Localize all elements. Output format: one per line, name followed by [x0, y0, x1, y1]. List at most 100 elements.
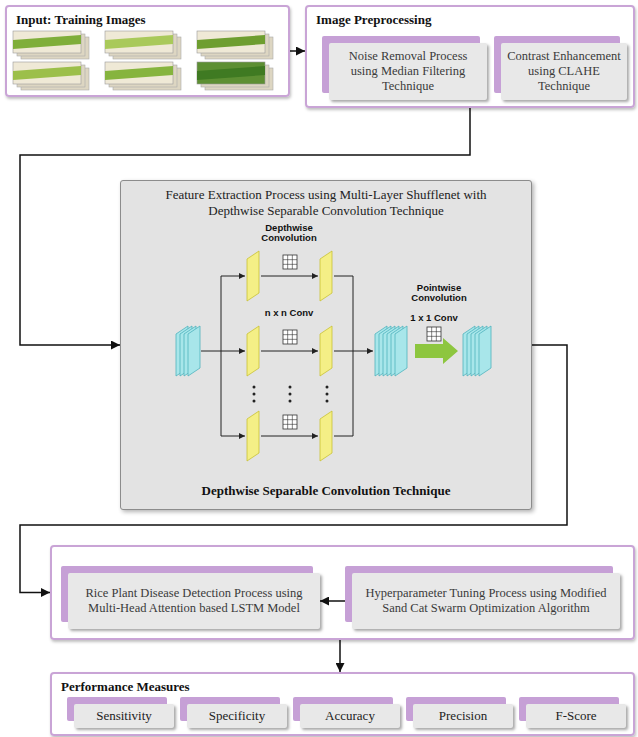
box-text: F-Score — [555, 708, 596, 724]
illustration-label: Depthwise Convolution — [249, 223, 329, 244]
kernel-grid-line — [436, 327, 437, 341]
image-sheet — [13, 31, 81, 53]
kernel-grid-line — [427, 336, 441, 337]
kernel-grid-line — [287, 415, 288, 429]
kernel-grid — [283, 330, 297, 344]
ellipsis-dot — [253, 400, 256, 403]
illustration-label: Pointwise Convolution — [399, 283, 479, 304]
channel-map — [320, 411, 332, 461]
heading: Feature Extraction Process using Multi-L… — [121, 181, 531, 218]
image-stack — [197, 31, 273, 59]
metric-box: F-Score — [526, 704, 626, 728]
process-box: Noise Removal Process using Median Filte… — [329, 43, 487, 100]
metric-box: Accuracy — [300, 704, 400, 728]
feature-map — [479, 326, 491, 376]
ellipsis-dot — [253, 386, 256, 389]
metric-box: Specificity — [187, 704, 287, 728]
feature-panel: Feature Extraction Process using Multi-L… — [120, 180, 532, 510]
heading: Image Preprocessing — [307, 7, 633, 28]
illustration-label: n x n Conv — [249, 308, 329, 318]
heading: Performance Measures — [52, 674, 633, 695]
ellipsis-dot — [326, 393, 329, 396]
box-text: Rice Plant Disease Detection Process usi… — [74, 586, 314, 616]
caption-text: Depthwise Separable Convolution Techniqu… — [121, 483, 531, 499]
flow-line — [261, 351, 318, 352]
kernel-grid-line — [287, 255, 288, 269]
channel-map — [247, 251, 259, 301]
connector-arrow — [339, 640, 341, 672]
metric-box: Sensitivity — [74, 704, 174, 728]
leaf — [197, 66, 265, 80]
flow-line — [221, 436, 245, 437]
channel-map — [320, 251, 332, 301]
box-text: Noise Removal Process using Median Filte… — [335, 49, 481, 94]
flow-line — [221, 351, 245, 352]
channel-map — [320, 326, 332, 376]
channel-map — [247, 326, 259, 376]
kernel-grid — [283, 255, 297, 269]
kernel-grid-line — [283, 264, 297, 265]
image-stack — [105, 31, 181, 59]
box-text: Accuracy — [325, 708, 375, 724]
feature-map — [395, 326, 407, 376]
process-box: Rice Plant Disease Detection Process usi… — [68, 573, 320, 629]
image-stack — [13, 31, 89, 59]
flow-line — [221, 276, 222, 436]
kernel-grid-line — [292, 255, 293, 269]
kernel-grid-line — [283, 259, 297, 260]
box-text: Precision — [439, 708, 487, 724]
channel-map — [247, 411, 259, 461]
flow-line — [353, 351, 373, 352]
kernel-grid-line — [283, 339, 297, 340]
kernel-grid-line — [427, 331, 441, 332]
measures-panel: Performance MeasuresSensitivity Specifici… — [50, 672, 635, 736]
illustration-label: 1 x 1 Conv — [399, 313, 469, 323]
kernel-grid-line — [292, 330, 293, 344]
flow-line — [353, 276, 354, 436]
ellipsis-dot — [326, 400, 329, 403]
box-text: Hyperparameter Tuning Process using Modi… — [358, 586, 614, 616]
image-sheet — [197, 62, 265, 84]
kernel-grid — [283, 415, 297, 429]
flow-line — [334, 276, 353, 277]
image-sheet — [105, 62, 173, 84]
metric-box: Precision — [413, 704, 513, 728]
convolution-illustration — [121, 181, 529, 507]
image-stack — [13, 62, 89, 90]
flow-line — [334, 436, 353, 437]
leaf — [13, 66, 81, 80]
ellipsis-dot — [289, 393, 292, 396]
image-stack — [105, 62, 181, 90]
ellipsis-dot — [253, 393, 256, 396]
detection-panel: Rice Plant Disease Detection Process usi… — [50, 545, 635, 640]
leaf — [13, 35, 81, 49]
leaf — [105, 35, 173, 49]
image-stack — [197, 62, 273, 90]
kernel-grid-line — [283, 334, 297, 335]
image-sheet — [197, 31, 265, 53]
kernel-grid-line — [283, 419, 297, 420]
process-box: Contrast Enhancement using CLAHE Techniq… — [501, 43, 627, 100]
process-box: Hyperparameter Tuning Process using Modi… — [352, 573, 620, 629]
kernel-grid-line — [283, 424, 297, 425]
kernel-grid-line — [292, 415, 293, 429]
heading: Input: Training Images — [7, 7, 288, 28]
flow-line — [261, 276, 318, 277]
ellipsis-dot — [289, 400, 292, 403]
ellipsis-dot — [326, 386, 329, 389]
connector-arrow — [290, 50, 305, 52]
kernel-grid-line — [431, 327, 432, 341]
feature-map — [188, 326, 200, 376]
flow-line — [334, 351, 353, 352]
input-panel: Input: Training Images — [5, 5, 290, 97]
flow-line — [201, 351, 221, 352]
kernel-grid-line — [287, 330, 288, 344]
image-sheet — [13, 62, 81, 84]
flow-line — [221, 276, 245, 277]
connector-arrow — [320, 600, 352, 602]
kernel-grid — [427, 327, 441, 341]
preprocessing-panel: Image PreprocessingNoise Removal Process… — [305, 5, 635, 108]
pointwise-arrow — [415, 338, 458, 364]
ellipsis-dot — [289, 386, 292, 389]
